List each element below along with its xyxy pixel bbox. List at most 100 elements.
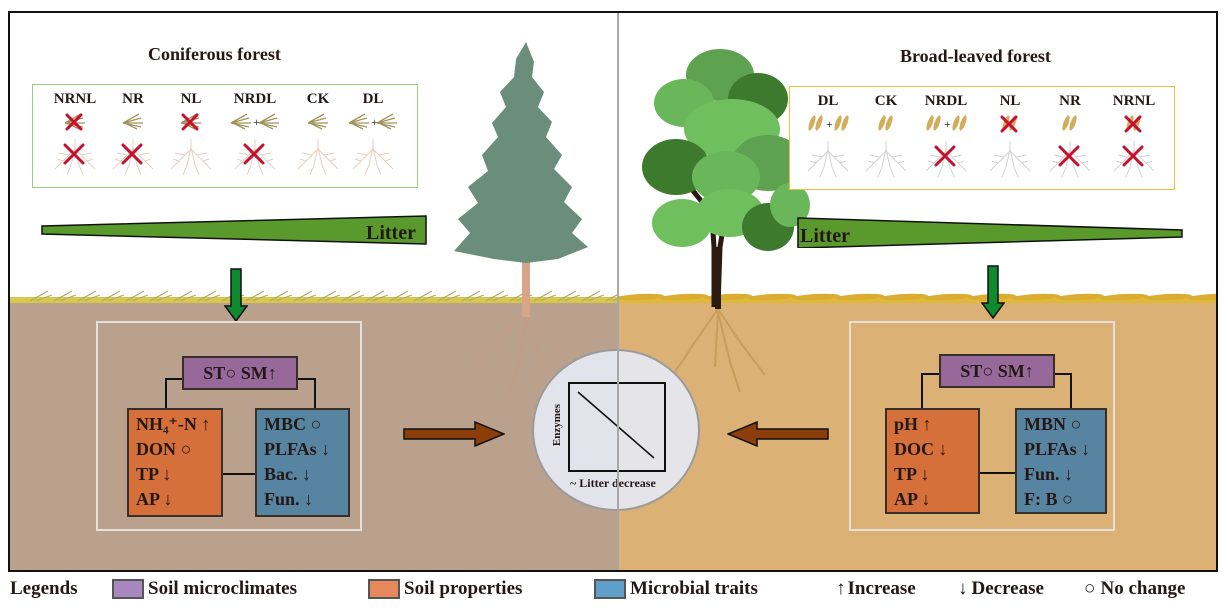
treatment-icons (103, 111, 163, 183)
broadleaf-down-arrow-icon (981, 265, 1005, 319)
broadleaf-treatments-box: DL + CK NRDL + NL NR NRNL (789, 86, 1175, 190)
treatment-label: DL (362, 91, 384, 107)
microbial-trait-item: PLFAs ↓ (1024, 439, 1091, 459)
microbial-trait-item: Bac. ↓ (264, 464, 311, 484)
needle-litter-icon: + (230, 113, 279, 176)
treatment-icons (980, 113, 1040, 185)
microbial-trait-item: PLFAs ↓ (264, 439, 331, 459)
legend: Legends Soil microclimates Soil properti… (0, 578, 1228, 608)
coniferous-effects-box (96, 321, 362, 531)
connector-line (921, 373, 941, 375)
soil-property-item: NH₄⁺-N ↑ (136, 414, 211, 434)
coniferous-down-arrow-icon (224, 268, 248, 322)
svg-text:+: + (253, 115, 260, 129)
legend-item-decrease: ↓ Decrease (958, 578, 1044, 599)
coniferous-microbial-traits-box: MBC ○ PLFAs ↓ Bac. ↓ Fun. ↓ (255, 408, 350, 517)
legend-item-increase: ↑ Increase (836, 578, 916, 599)
coniferous-soil-microclimates-box: ST○ SM↑ (182, 356, 298, 390)
connector-line (1052, 373, 1072, 375)
microbial-trait-item: Fun. ↓ (264, 489, 314, 509)
treatment-icons (45, 111, 105, 183)
treatment-icons: + (225, 111, 285, 183)
broadleaf-soil-properties-box: pH ↑DOC ↓TP ↓AP ↓ (885, 408, 980, 514)
microbial-trait-item: Fun. ↓ (1024, 464, 1074, 484)
legend-title: Legends (10, 578, 78, 599)
connector-line (222, 473, 256, 475)
treatment-ck: CK (288, 91, 348, 183)
broadleaf-effects-box (849, 321, 1115, 531)
treatment-nrnl: NRNL (45, 91, 105, 183)
decrease-arrow-icon: ↓ (958, 578, 968, 599)
legend-item-soil-microclimates: Soil microclimates (112, 578, 297, 600)
treatment-icons (856, 113, 916, 185)
treatment-label: NL (999, 93, 1021, 109)
central-summary-circle (532, 349, 700, 511)
needle-litter-icon: + (348, 113, 397, 176)
treatment-nrdl: NRDL + (225, 91, 285, 183)
left-pointing-arrow-icon (727, 421, 829, 447)
treatment-label: NL (180, 91, 202, 107)
connector-line (295, 378, 315, 380)
soil-property-item: TP ↓ (136, 464, 172, 484)
broadleaf-soil-microclimates-box: ST○ SM↑ (939, 354, 1055, 388)
connector-line (165, 378, 167, 410)
connector-line (314, 378, 316, 410)
negative-trend-line (577, 391, 655, 459)
soil-property-item: AP ↓ (894, 489, 931, 509)
needle-litter-icon (170, 113, 212, 176)
leaf-litter-icon (989, 115, 1031, 178)
leaf-litter-layer (618, 296, 1216, 303)
treatment-label: NRNL (53, 91, 97, 107)
treatment-dl: DL + (343, 91, 403, 183)
legend-item-no-change: ○ No change (1084, 578, 1186, 599)
treatment-nrnl: NRNL (1104, 93, 1164, 185)
soil-property-item: AP ↓ (136, 489, 173, 509)
treatment-ck: CK (856, 93, 916, 185)
plot-y-axis-label: Enzymes (551, 403, 563, 447)
coniferous-litter-label: Litter (366, 222, 416, 244)
treatment-icons (1104, 113, 1164, 185)
leaf-litter-icon: + (807, 115, 849, 178)
needle-litter-layer (10, 297, 618, 303)
broadleaf-litter-label: Litter (800, 225, 850, 247)
treatment-nr: NR (103, 91, 163, 183)
svg-text:+: + (826, 117, 833, 131)
treatment-nl: NL (161, 91, 221, 183)
microbial-trait-item: F: B ○ (1024, 489, 1073, 509)
needle-litter-icon (297, 113, 339, 176)
treatment-label: NR (1059, 93, 1081, 109)
microbial-traits-swatch (594, 579, 626, 599)
soil-properties-swatch (368, 579, 400, 599)
treatment-label: NRDL (233, 91, 277, 107)
treatment-label: DL (817, 93, 839, 109)
treatment-nr: NR (1040, 93, 1100, 185)
no-change-circle-icon: ○ (1084, 578, 1096, 599)
treatment-nrdl: NRDL + (916, 93, 976, 185)
soil-microclimates-swatch (112, 579, 144, 599)
treatment-nl: NL (980, 93, 1040, 185)
connector-line (165, 378, 185, 380)
treatment-dl: DL + (798, 93, 858, 185)
increase-arrow-icon: ↑ (836, 578, 846, 599)
broadleaf-tree-illustration (642, 49, 810, 393)
coniferous-forest-title: Coniferous forest (148, 44, 281, 64)
microbial-trait-item: MBC ○ (264, 414, 322, 434)
microbial-trait-item: MBN ○ (1024, 414, 1082, 434)
treatment-label: NRNL (1112, 93, 1156, 109)
treatment-icons (161, 111, 221, 183)
treatment-label: NR (122, 91, 144, 107)
treatment-label: CK (306, 91, 330, 107)
connector-line (921, 373, 923, 409)
leaf-litter-icon (1113, 115, 1155, 178)
connector-line (978, 472, 1016, 474)
leaf-litter-icon (1049, 115, 1091, 178)
conifer-tree-illustration (454, 42, 588, 393)
treatment-label: NRDL (924, 93, 968, 109)
legend-item-soil-properties: Soil properties (368, 578, 522, 600)
soil-property-item: DOC ↓ (894, 439, 948, 459)
treatment-icons: + (798, 113, 858, 185)
treatment-icons (288, 111, 348, 183)
leaf-litter-icon: + (925, 115, 967, 178)
right-pointing-arrow-icon (403, 421, 505, 447)
needle-litter-icon (112, 113, 154, 176)
